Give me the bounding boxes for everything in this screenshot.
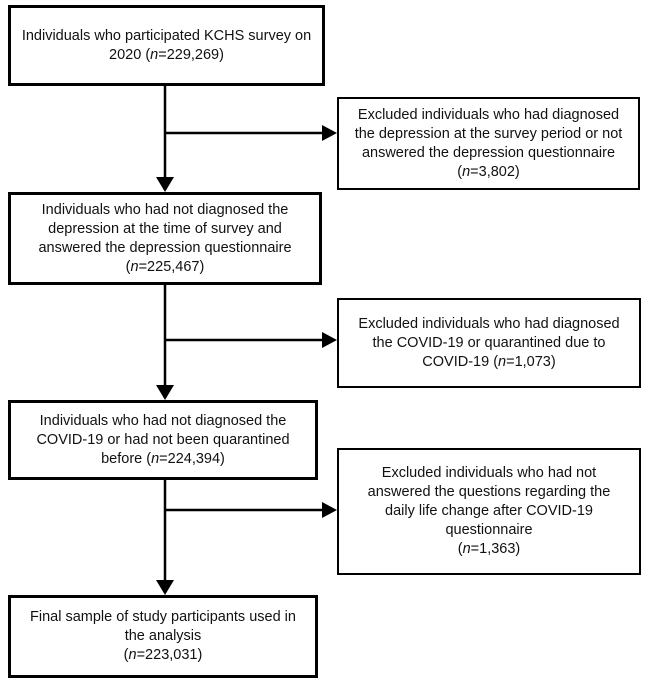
box-text-line: Individuals who participated KCHS survey… bbox=[21, 27, 312, 44]
flow-box-excluded-daily-life: Excluded individuals who had not answered… bbox=[337, 448, 641, 575]
box-text-line: the COVID-19 or quarantined due to bbox=[372, 334, 606, 351]
arrow-kchs-to-not-depressed bbox=[156, 86, 174, 192]
flow-box-final-sample: Final sample of study participants used … bbox=[8, 595, 318, 678]
box-text-line: Excluded individuals who had diagnosed bbox=[358, 315, 620, 332]
box-text-line: Excluded individuals who had diagnosed bbox=[357, 106, 620, 123]
flow-box-excluded-depression: Excluded individuals who had diagnosed th… bbox=[337, 97, 640, 190]
box-text-line: (n=1,363) bbox=[457, 541, 521, 557]
box-text-line: answered the questions regarding the bbox=[367, 484, 611, 500]
box-text-line: Individuals who had not diagnosed the bbox=[41, 201, 289, 218]
box-text-line: (n=225,467) bbox=[125, 258, 205, 275]
box-text-line: Individuals who had not diagnosed the bbox=[39, 412, 287, 429]
box-text-line: answered the depression questionnaire bbox=[361, 144, 616, 161]
box-text-line: Final sample of study participants used … bbox=[30, 609, 296, 625]
box-text-line: COVID-19 (n=1,073) bbox=[422, 353, 556, 370]
flow-box-kchs-2020: Individuals who participated KCHS survey… bbox=[8, 5, 325, 86]
arrow-branch-to-excluded-depression bbox=[165, 125, 337, 141]
flow-box-excluded-covid: Excluded individuals who had diagnosed th… bbox=[337, 298, 641, 388]
box-text-line: Excluded individuals who had not bbox=[381, 465, 597, 481]
arrow-branch-to-excluded-covid bbox=[165, 332, 337, 348]
box-text-line: daily life change after COVID-19 bbox=[385, 503, 593, 519]
box-text-line: COVID-19 or had not been quarantined bbox=[36, 431, 290, 448]
flow-box-not-depressed: Individuals who had not diagnosed the dep… bbox=[8, 192, 322, 285]
box-text-line: answered the depression questionnaire bbox=[38, 239, 292, 256]
arrow-not-depressed-to-no-covid bbox=[156, 285, 174, 400]
arrow-branch-to-excluded-daily-life bbox=[165, 502, 337, 518]
box-text-line: depression at the time of survey and bbox=[48, 220, 282, 237]
box-text-line: the depression at the survey period or n… bbox=[354, 125, 623, 142]
box-text-line: the analysis bbox=[124, 628, 202, 644]
arrow-no-covid-to-final-sample bbox=[156, 480, 174, 595]
box-text-line: 2020 (n=229,269) bbox=[109, 46, 224, 63]
box-text-line: questionnaire bbox=[445, 522, 533, 538]
box-text-line: (n=223,031) bbox=[123, 647, 203, 663]
box-text-line: before (n=224,394) bbox=[101, 450, 225, 467]
box-text-line: (n=3,802) bbox=[457, 163, 520, 180]
